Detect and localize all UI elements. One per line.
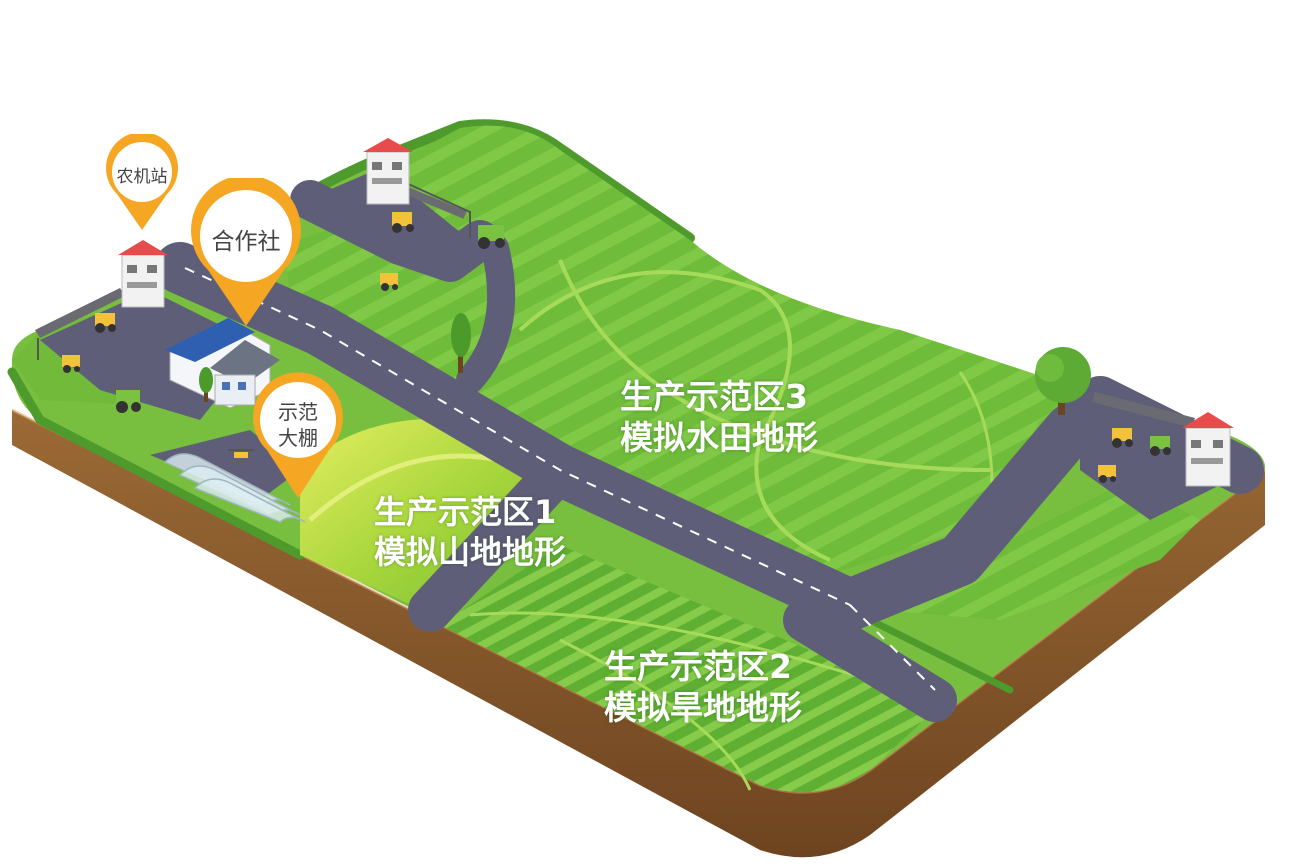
zone2-title: 生产示范区2 [604, 647, 792, 686]
tractor-icon-9 [1098, 465, 1116, 483]
carport-right [1092, 392, 1195, 428]
tractor-icon-4 [95, 313, 116, 333]
pin-label-cooperative: 合作社 [211, 229, 281, 255]
zone1-label: 生产示范区1 模拟山地地形 [374, 492, 566, 572]
drone-icon [228, 449, 254, 458]
tree-icon-2 [1035, 347, 1091, 415]
zone3-label: 生产示范区3 模拟水田地形 [620, 376, 818, 459]
pin-label-greenhouse-line1: 示范 [278, 400, 318, 424]
parking-top [310, 168, 470, 272]
soil-layer [12, 410, 1265, 858]
tree-icon-3 [199, 367, 213, 402]
carport-left [35, 288, 125, 338]
tractor-icon-7 [1112, 428, 1133, 448]
farm-station-building-icon-right [1182, 412, 1234, 487]
zone2-label: 生产示范区2 模拟旱地地形 [604, 646, 802, 729]
farm-station-building-icon-left [118, 240, 168, 308]
pin-label-machinery-station: 农机站 [116, 167, 168, 187]
pin-machinery-station[interactable]: 农机站 [103, 134, 181, 232]
pin-icon [191, 178, 301, 326]
tractor-icon-8 [1150, 436, 1171, 456]
zone2-subtitle: 模拟旱地地形 [604, 688, 802, 728]
pin-label-greenhouse-line2: 大棚 [278, 426, 318, 450]
pin-greenhouse[interactable]: 示范 大棚 [250, 372, 346, 500]
greenhouse-icon [163, 453, 306, 523]
zone3-subtitle: 模拟水田地形 [620, 418, 818, 458]
zone1-title: 生产示范区1 [374, 493, 557, 531]
zone3-title: 生产示范区3 [620, 377, 808, 416]
tractor-icon-3 [380, 273, 398, 291]
tractor-icon-6 [116, 390, 141, 413]
pin-icon [253, 372, 343, 498]
zone1-hill [300, 418, 560, 620]
carport-top [394, 177, 471, 238]
zone2-field [440, 545, 940, 793]
tractor-icon-2 [478, 225, 505, 249]
zone1-subtitle: 模拟山地地形 [374, 533, 567, 571]
house-icon [165, 318, 280, 409]
pin-icon [106, 134, 178, 230]
tree-icon-1 [451, 313, 471, 373]
parking-greenhouse [150, 430, 300, 500]
tractor-icon-1 [392, 212, 414, 233]
tractor-icon-5 [62, 355, 80, 373]
pin-cooperative[interactable]: 合作社 [188, 178, 304, 328]
farm-station-building-icon-top [363, 138, 413, 205]
